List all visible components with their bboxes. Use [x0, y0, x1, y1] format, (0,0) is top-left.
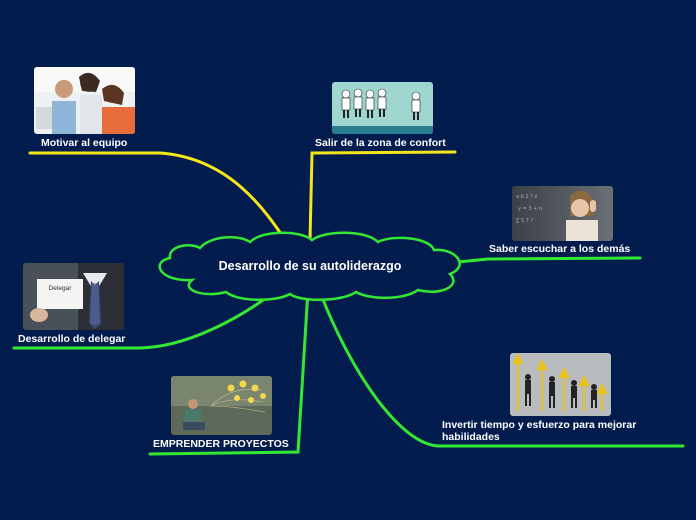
comfort-zone-image[interactable]: [332, 82, 433, 134]
topic-label-escuchar[interactable]: Saber escuchar a los demás: [489, 243, 631, 255]
branch-salir: [308, 150, 457, 242]
lightbulbs-image[interactable]: [171, 376, 272, 435]
delegar-card-image[interactable]: Delegar: [23, 263, 124, 330]
topic-label-motivar[interactable]: Motivar al equipo: [41, 137, 128, 149]
team-celebrating-image[interactable]: [34, 67, 135, 134]
branch-emprender: [148, 288, 310, 456]
central-topic-cloud[interactable]: [158, 231, 461, 302]
topic-label-delegar[interactable]: Desarrollo de delegar: [18, 333, 126, 345]
woman-listening-image[interactable]: a b 2 ? x y = 3 + n ∑ 5 7 ?: [512, 186, 613, 241]
branch-invertir: [318, 290, 685, 448]
branch-escuchar: [456, 256, 642, 264]
svg-text:a b 2 ? x: a b 2 ? x: [516, 194, 537, 200]
branch-motivar: [28, 151, 290, 246]
svg-text:∑ 5 7 ?: ∑ 5 7 ?: [516, 218, 533, 224]
topic-label-invertir[interactable]: Invertir tiempo y esfuerzo para mejorar …: [442, 419, 637, 443]
topic-label-salir[interactable]: Salir de la zona de confort: [315, 137, 446, 149]
svg-text:y = 3 + n: y = 3 + n: [518, 206, 542, 212]
topic-label-emprender[interactable]: EMPRENDER PROYECTOS: [153, 438, 289, 450]
central-topic-title[interactable]: Desarrollo de su autoliderazgo: [218, 259, 402, 273]
delegar-card-text: Delegar: [48, 285, 72, 292]
growth-arrows-image[interactable]: [510, 353, 611, 416]
